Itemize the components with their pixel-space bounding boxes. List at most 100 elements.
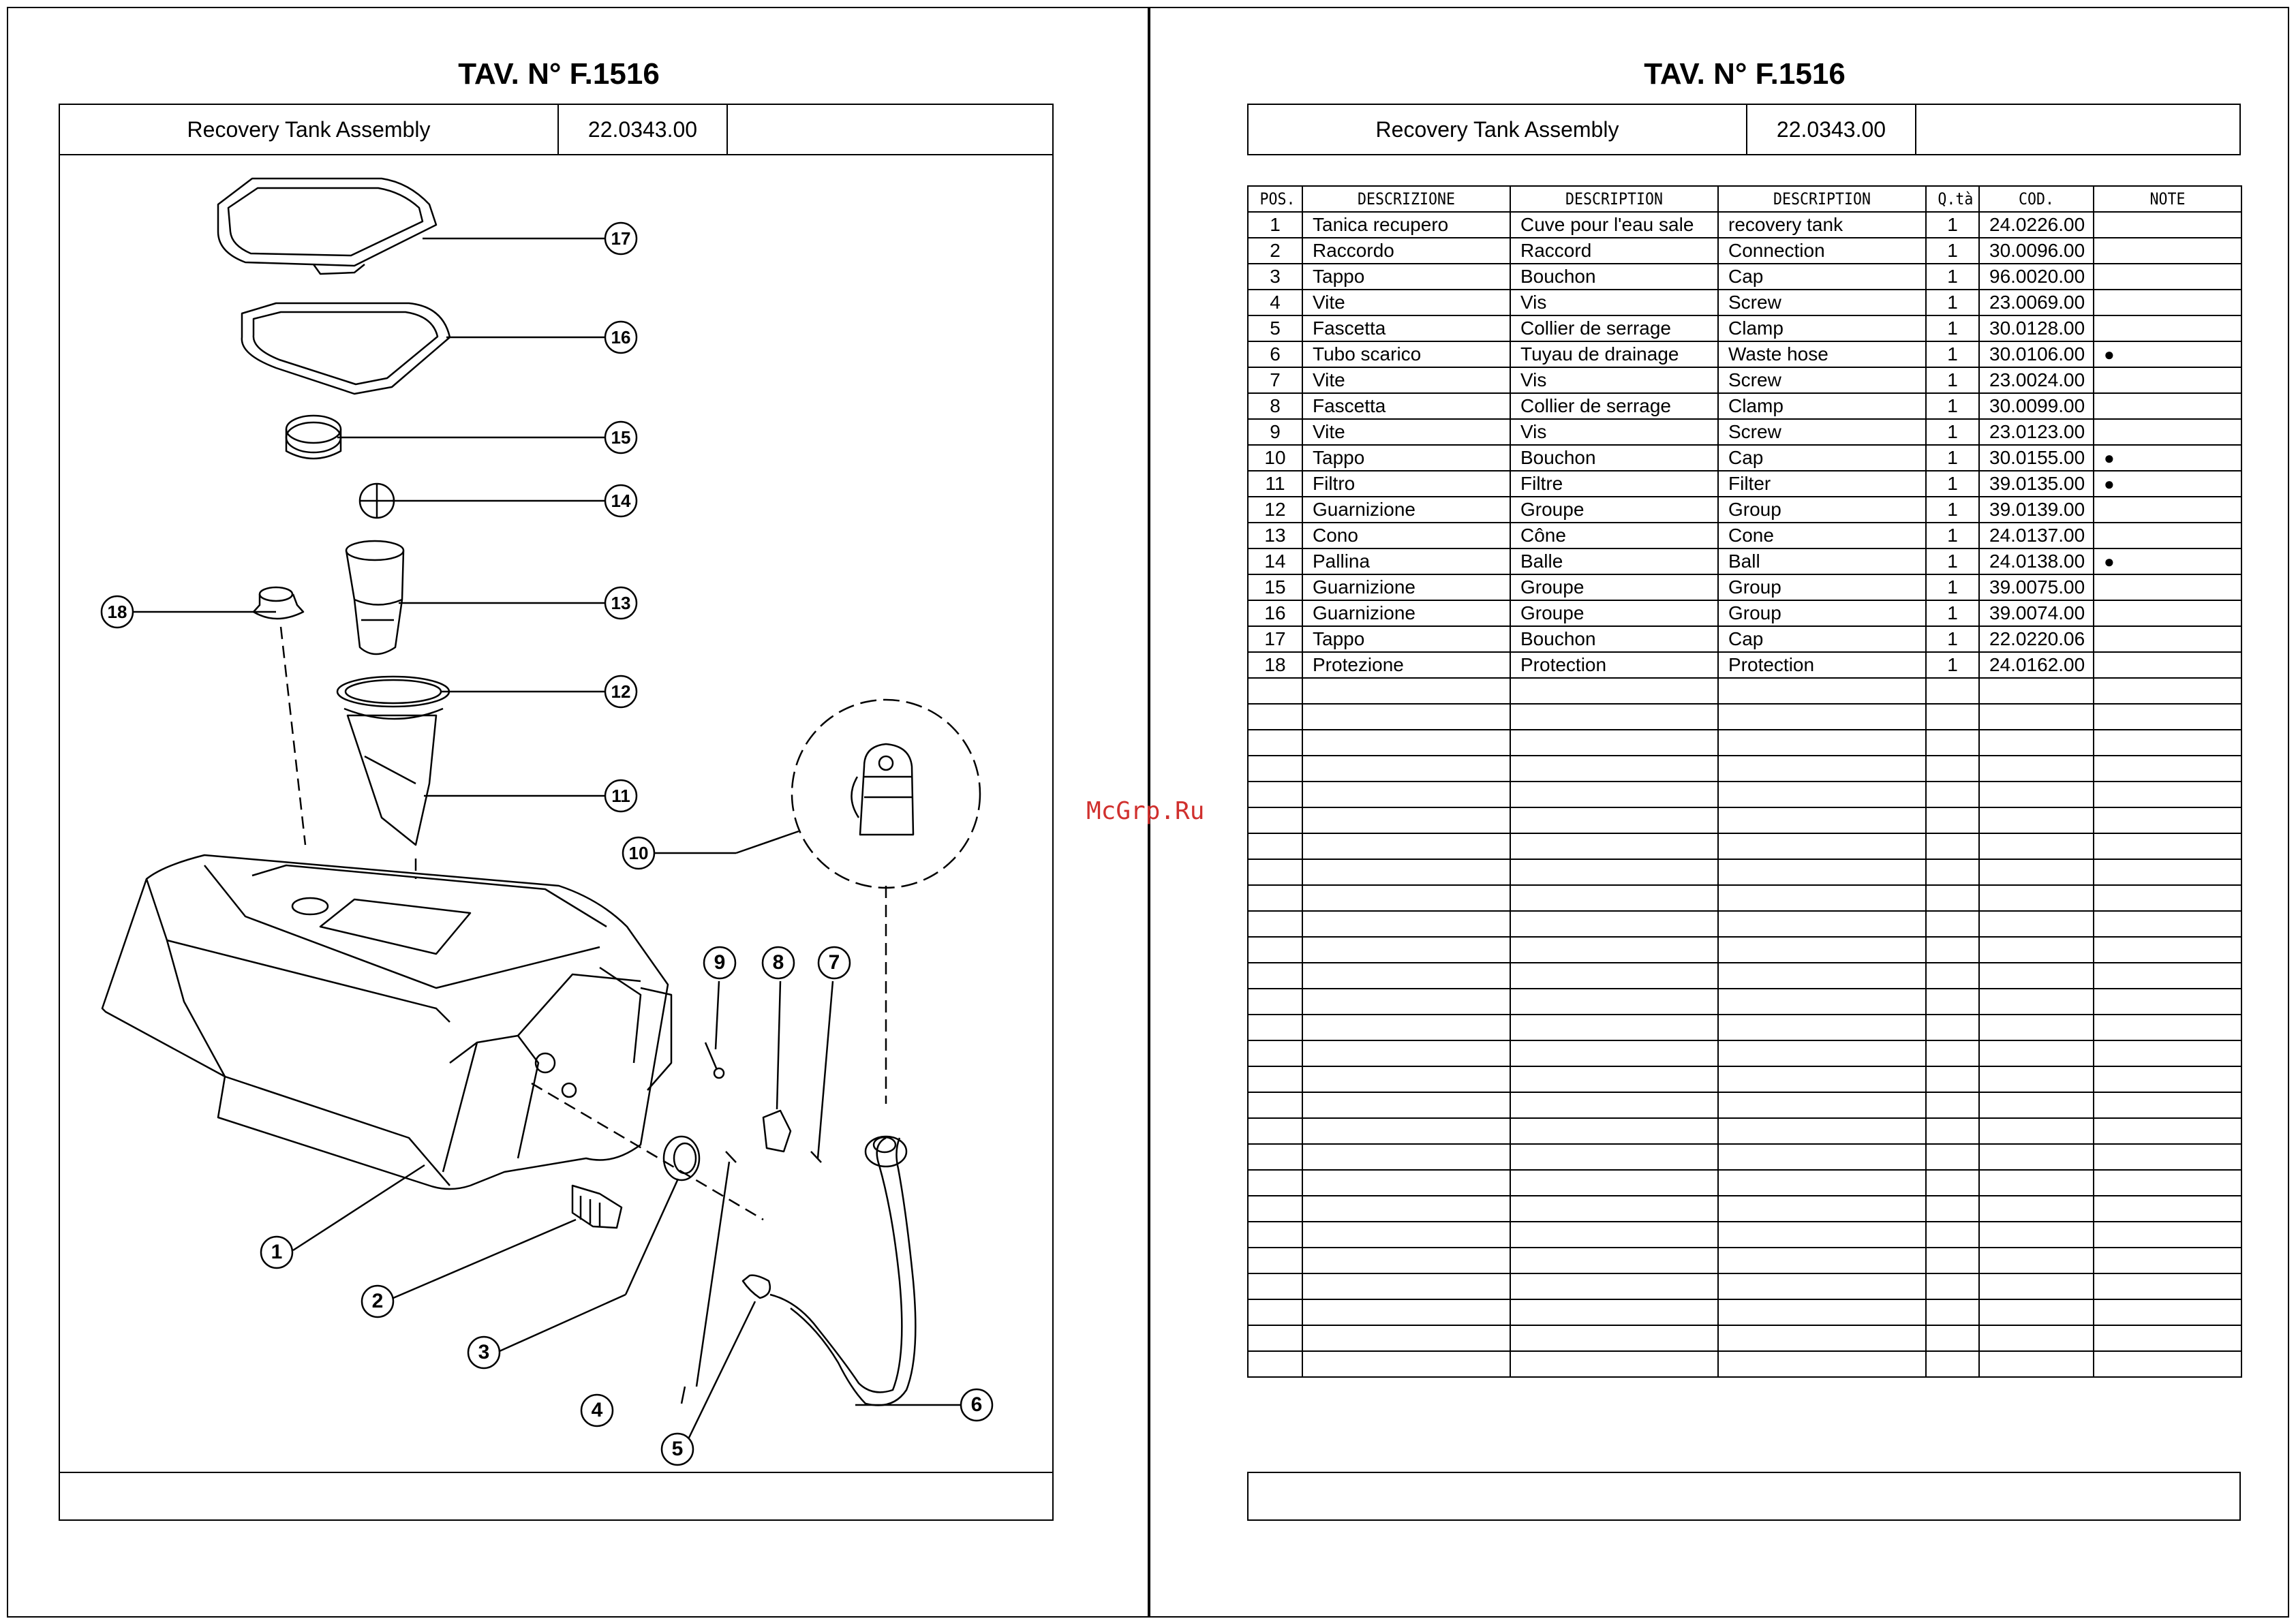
table-cell-note (2093, 988, 2242, 1015)
table-cell-pos: 10 (1247, 444, 1303, 472)
col-header-qty: Q.tà (1927, 185, 1978, 213)
table-cell-it (1302, 1325, 1511, 1352)
table-cell-fr: Vis (1510, 289, 1719, 316)
col-header-code: COD. (1984, 185, 2089, 213)
table-cell-pos: 8 (1247, 392, 1303, 420)
table-cell-qty: 1 (1925, 392, 1980, 420)
table-cell-code: 24.0138.00 (1978, 548, 2094, 575)
table-cell-note (2093, 1117, 2242, 1145)
table-cell-fr (1510, 1221, 1719, 1248)
table-cell-note (2093, 703, 2242, 730)
table-cell-en: Cone (1717, 522, 1927, 549)
table-cell-it: Fascetta (1302, 315, 1511, 342)
table-cell-pos (1247, 1169, 1303, 1196)
table-cell-fr: Groupe (1510, 496, 1719, 523)
table-cell-note (2093, 1169, 2242, 1196)
table-cell-code (1978, 962, 2094, 989)
table-cell-en (1717, 1092, 1927, 1119)
table-cell-qty: 1 (1925, 367, 1980, 394)
table-cell-en (1717, 1247, 1927, 1274)
table-cell-code (1978, 703, 2094, 730)
table-cell-fr (1510, 1247, 1719, 1274)
table-cell-code (1978, 1092, 2094, 1119)
table-cell-en (1717, 910, 1927, 938)
table-cell-code (1978, 988, 2094, 1015)
callout-15: 15 (611, 427, 631, 448)
table-row (1247, 781, 2242, 808)
table-cell-pos (1247, 1273, 1303, 1300)
watermark: McGrp.Ru (1086, 797, 1205, 825)
table-cell-en: Waste hose (1717, 341, 1927, 368)
table-cell-pos (1247, 1014, 1303, 1041)
table-footer-box-right (1247, 1472, 2241, 1521)
table-cell-it: Vite (1302, 289, 1511, 316)
table-cell-note (2093, 574, 2242, 601)
table-row (1247, 884, 2242, 912)
table-cell-en: Group (1717, 496, 1927, 523)
table-cell-fr (1510, 1350, 1719, 1378)
table-cell-code (1978, 1325, 2094, 1352)
table-cell-it: Cono (1302, 522, 1511, 549)
callout-10: 10 (629, 843, 649, 863)
table-cell-note (2093, 600, 2242, 627)
table-row (1247, 1117, 2242, 1145)
table-cell-code (1978, 677, 2094, 705)
table-cell-pos: 17 (1247, 625, 1303, 653)
table-cell-fr: Bouchon (1510, 444, 1719, 472)
table-cell-note: ● (2093, 470, 2242, 497)
table-cell-qty (1925, 1247, 1980, 1274)
callout-9: 9 (714, 951, 726, 974)
table-cell-qty (1925, 988, 1980, 1015)
table-cell-qty: 1 (1925, 263, 1980, 290)
table-cell-pos (1247, 833, 1303, 860)
table-cell-note (2093, 677, 2242, 705)
table-cell-qty (1925, 729, 1980, 756)
table-cell-note (2093, 315, 2242, 342)
table-cell-code (1978, 1221, 2094, 1248)
table-cell-fr: Cuve pour l'eau sale (1510, 211, 1719, 238)
table-cell-en: Cap (1717, 625, 1927, 653)
parts-table: POS. DESCRIZIONE DESCRIPTION DESCRIPTION… (1247, 185, 2242, 1378)
assembly-name: Recovery Tank Assembly (1249, 105, 1747, 154)
table-cell-qty: 1 (1925, 444, 1980, 472)
table-cell-fr (1510, 1117, 1719, 1145)
table-cell-fr (1510, 1325, 1719, 1352)
col-header-description-fr: DESCRIPTION (1520, 185, 1709, 213)
table-cell-code (1978, 1350, 2094, 1378)
table-cell-code: 30.0099.00 (1978, 392, 2094, 420)
table-cell-code: 24.0226.00 (1978, 211, 2094, 238)
table-cell-qty (1925, 1040, 1980, 1067)
table-cell-it (1302, 755, 1511, 782)
table-cell-code (1978, 781, 2094, 808)
table-cell-note (2093, 1221, 2242, 1248)
table-cell-en: Cap (1717, 263, 1927, 290)
drawing-footer-box-left (59, 1472, 1054, 1521)
table-cell-en (1717, 833, 1927, 860)
table-row (1247, 910, 2242, 938)
table-cell-it (1302, 936, 1511, 963)
table-cell-fr (1510, 1195, 1719, 1222)
table-cell-pos (1247, 729, 1303, 756)
table-row (1247, 1325, 2242, 1352)
table-cell-code (1978, 1014, 2094, 1041)
table-cell-fr: Collier de serrage (1510, 392, 1719, 420)
table-cell-qty (1925, 1195, 1980, 1222)
table-cell-fr (1510, 1273, 1719, 1300)
table-cell-pos: 9 (1247, 418, 1303, 446)
table-cell-code (1978, 729, 2094, 756)
callout-1: 1 (271, 1241, 283, 1263)
table-row (1247, 859, 2242, 886)
table-cell-it: Tanica recupero (1302, 211, 1511, 238)
table-cell-note (2093, 807, 2242, 834)
table-cell-note (2093, 1092, 2242, 1119)
table-cell-code (1978, 1169, 2094, 1196)
callout-3: 3 (478, 1341, 490, 1363)
table-cell-qty (1925, 1066, 1980, 1093)
table-cell-fr: Protection (1510, 651, 1719, 679)
